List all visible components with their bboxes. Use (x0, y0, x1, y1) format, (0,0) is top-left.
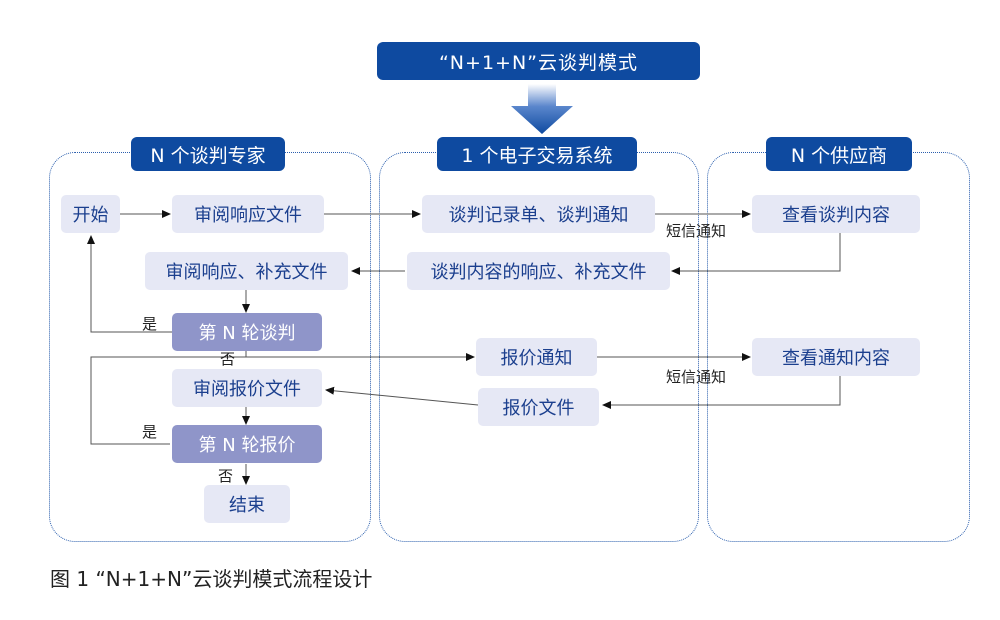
node-quote-notice: 报价通知 (476, 338, 597, 376)
big-down-arrow (511, 84, 573, 134)
header-experts: N 个谈判专家 (131, 137, 285, 171)
node-view-content: 查看谈判内容 (752, 195, 920, 233)
label-no-1: 否 (220, 350, 236, 368)
diagram-title: “N+1+N”云谈判模式 (377, 42, 700, 80)
node-start: 开始 (61, 195, 120, 233)
node-end: 结束 (204, 485, 290, 523)
label-no-2: 否 (218, 467, 234, 485)
node-review-quote: 审阅报价文件 (172, 369, 322, 407)
node-review-response: 审阅响应文件 (172, 195, 324, 233)
header-system: 1 个电子交易系统 (437, 137, 637, 171)
label-yes-2: 是 (142, 423, 158, 441)
node-round-quote: 第 N 轮报价 (172, 425, 322, 463)
node-view-notice: 查看通知内容 (752, 338, 920, 376)
node-round-negotiation: 第 N 轮谈判 (172, 313, 322, 351)
label-yes-1: 是 (142, 315, 158, 333)
node-review-response-supplement: 审阅响应、补充文件 (145, 252, 348, 290)
label-sms-1: 短信通知 (666, 222, 727, 240)
figure-caption: 图 1 “N+1+N”云谈判模式流程设计 (50, 567, 373, 591)
label-sms-2: 短信通知 (666, 368, 727, 386)
node-quote-file: 报价文件 (478, 388, 599, 426)
header-suppliers: N 个供应商 (766, 137, 912, 171)
node-response-supplement: 谈判内容的响应、补充文件 (407, 252, 670, 290)
node-record-notice: 谈判记录单、谈判通知 (422, 195, 655, 233)
